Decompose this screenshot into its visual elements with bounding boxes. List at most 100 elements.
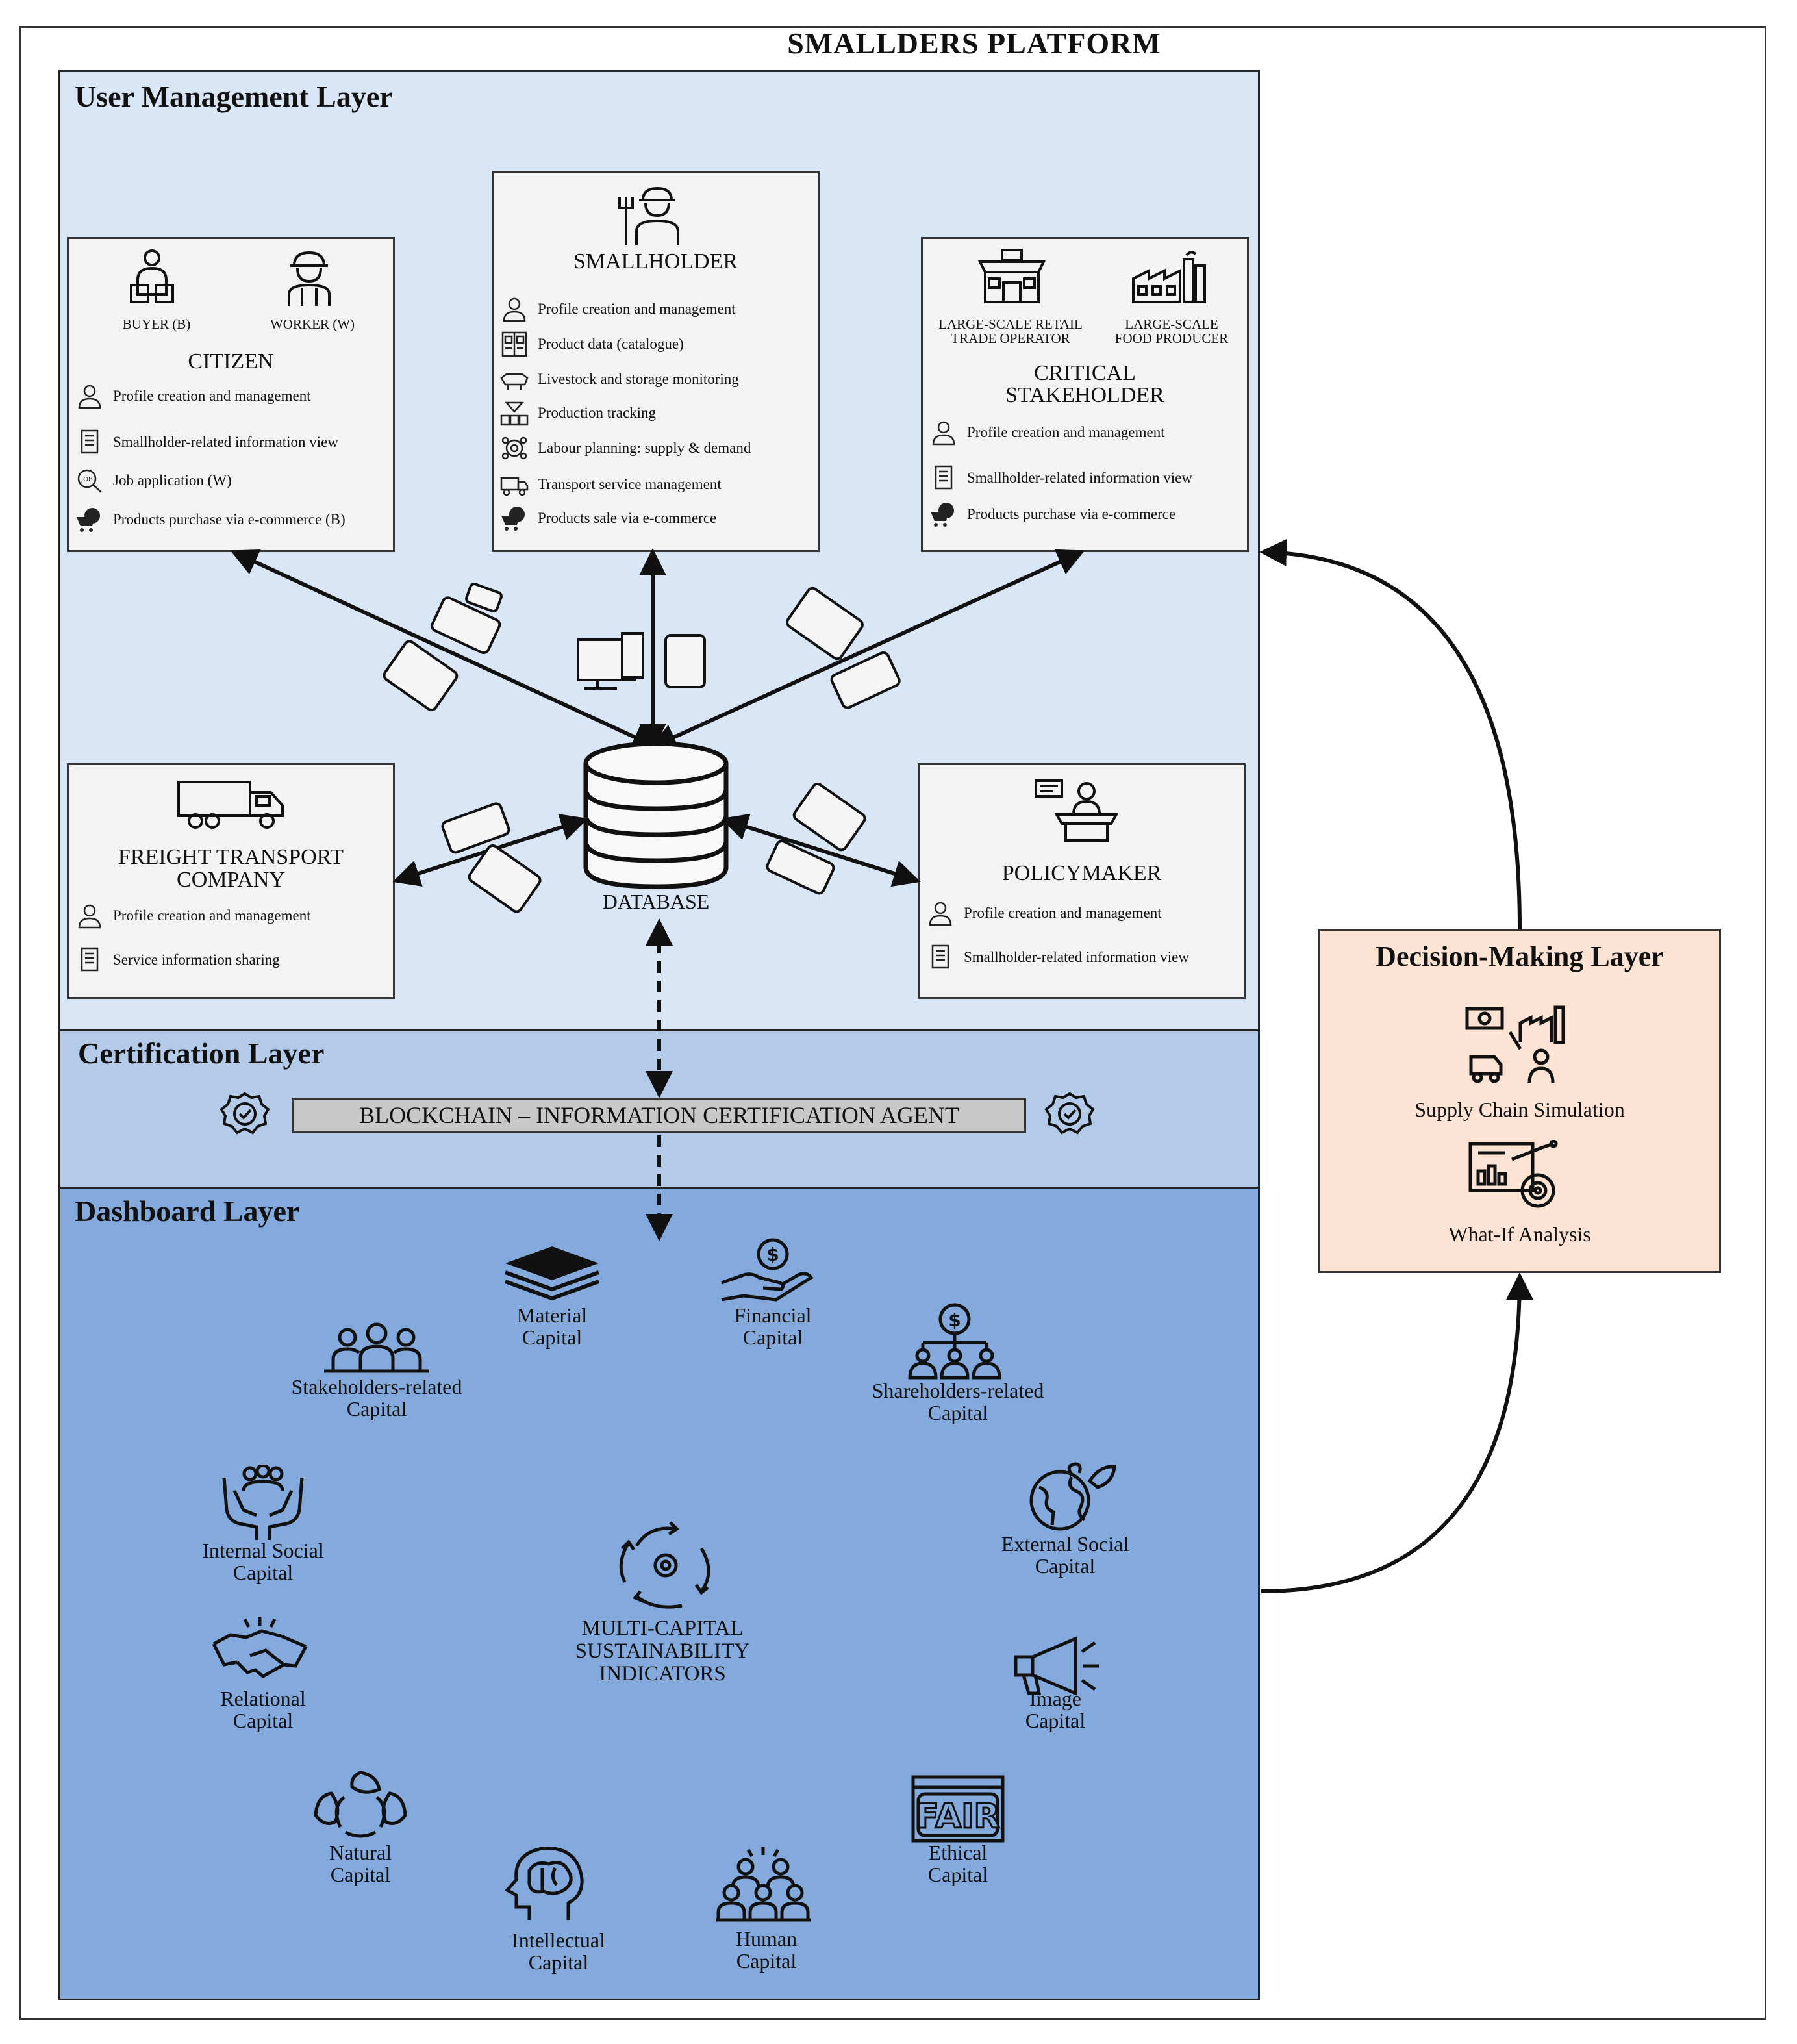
list-item: Product data (catalogue) [500, 331, 684, 357]
speaker-podium-icon [1033, 778, 1118, 843]
user-icon [75, 383, 104, 409]
farmer-icon [617, 184, 695, 246]
citizen-title: CITIZEN [188, 349, 274, 373]
truck-icon [500, 472, 529, 498]
blockchain-certification-agent: BLOCKCHAIN – INFORMATION CERTIFICATION A… [292, 1098, 1026, 1133]
human-group-icon [714, 1845, 812, 1923]
svg-text:JOB: JOB [81, 476, 93, 483]
document-icon [75, 429, 104, 455]
supply-chain-icon [1464, 1003, 1568, 1088]
arrow-db-critical [649, 549, 1085, 750]
globe-cart-icon [500, 505, 529, 531]
platform-title: SMALLDERS PLATFORM [787, 27, 1161, 60]
decision-making-layer [1318, 929, 1721, 1273]
list-item: Smallholder-related information view [926, 944, 1189, 970]
megaphone-icon [1013, 1634, 1111, 1698]
decision-making-layer-title: Decision-Making Layer [1376, 940, 1664, 972]
worker-label: WORKER (W) [270, 316, 355, 332]
desktop-computer-icon [577, 632, 644, 690]
brain-head-icon [503, 1845, 588, 1923]
list-item: Products purchase via e-commerce [929, 501, 1175, 527]
analytics-report-icon [1466, 1140, 1564, 1211]
community-hands-icon [218, 1465, 308, 1543]
user-icon [75, 903, 104, 929]
list-item: Products sale via e-commerce [500, 505, 716, 531]
platform-frame [19, 26, 1766, 2020]
user-icon [929, 420, 958, 446]
leaves-recycle-icon [312, 1770, 409, 1841]
money-hand-icon: $ [718, 1237, 815, 1309]
what-if-analysis-label: What-If Analysis [1448, 1222, 1591, 1246]
smartphone-icon [766, 840, 835, 895]
labour-icon [500, 435, 529, 461]
production-icon [500, 400, 529, 426]
user-icon [500, 296, 529, 322]
retail-store-icon [976, 249, 1048, 304]
policymaker-title: POLICYMAKER [1001, 861, 1162, 885]
document-icon [75, 947, 104, 973]
tablet-icon [468, 844, 542, 913]
smartphone-icon [441, 802, 510, 854]
document-icon [926, 944, 955, 970]
freight-transport-box: FREIGHT TRANSPORT COMPANY Profile creati… [67, 763, 395, 999]
certificate-badge-icon [1042, 1091, 1097, 1137]
list-item: Smallholder-related information view [75, 429, 338, 455]
smallholder-box: SMALLHOLDER Profile creation and managem… [492, 171, 820, 552]
worker-icon [280, 249, 338, 307]
truck-icon [176, 778, 286, 830]
smartphone-icon [830, 651, 901, 709]
freight-title-2: COMPANY [177, 868, 285, 892]
cycle-gear-icon [610, 1520, 721, 1611]
citizen-box: BUYER (B) WORKER (W) CITIZEN Profile cre… [67, 237, 395, 552]
layers-stack-icon [500, 1244, 604, 1302]
certification-layer-title: Certification Layer [78, 1037, 325, 1070]
smallholder-title: SMALLHOLDER [573, 249, 738, 273]
arrow-db-policymaker [720, 813, 921, 887]
list-item: Labour planning: supply & demand [500, 435, 751, 461]
list-item: Profile creation and management [75, 903, 311, 929]
policymaker-box: POLICYMAKER Profile creation and managem… [918, 763, 1246, 999]
fair-sign-icon: FAIR [909, 1773, 1007, 1845]
tablet-icon [792, 782, 866, 852]
certificate-badge-icon [218, 1091, 272, 1137]
dashboard-layer-title: Dashboard Layer [75, 1194, 300, 1228]
list-item: Profile creation and management [75, 383, 311, 409]
stakeholders-group-icon [321, 1322, 432, 1374]
globe-cart-icon [75, 507, 104, 533]
list-item: Livestock and storage monitoring [500, 366, 739, 392]
list-item: Profile creation and management [929, 420, 1165, 446]
wifi-tag-icon [465, 583, 503, 612]
list-item: Profile creation and management [500, 296, 736, 322]
svg-text:$: $ [766, 1244, 779, 1265]
livestock-icon [500, 366, 529, 392]
globe-cart-icon [929, 501, 958, 527]
list-item: Service information sharing [75, 947, 280, 973]
smartphone-icon [664, 634, 706, 688]
dashboard-layer [58, 1189, 1260, 2000]
handshake-icon [211, 1614, 308, 1685]
arrow-dashboard-to-decision [1261, 1272, 1533, 1593]
freight-title-1: FREIGHT TRANSPORT [118, 845, 344, 869]
buyer-icon [126, 249, 178, 307]
list-item: Transport service management [500, 472, 722, 498]
buyer-label: BUYER (B) [122, 316, 191, 332]
critical-stakeholder-title-1: CRITICAL [1034, 361, 1136, 385]
list-item: Production tracking [500, 400, 656, 426]
arrow-decision-to-user [1259, 538, 1522, 929]
user-management-layer-title: User Management Layer [75, 80, 393, 113]
multi-capital-indicators-label: MULTI-CAPITAL SUSTAINABILITY INDICATORS [575, 1617, 750, 1685]
shareholders-hierarchy-icon: $ [906, 1302, 1003, 1380]
arrow-db-citizen [230, 549, 660, 750]
